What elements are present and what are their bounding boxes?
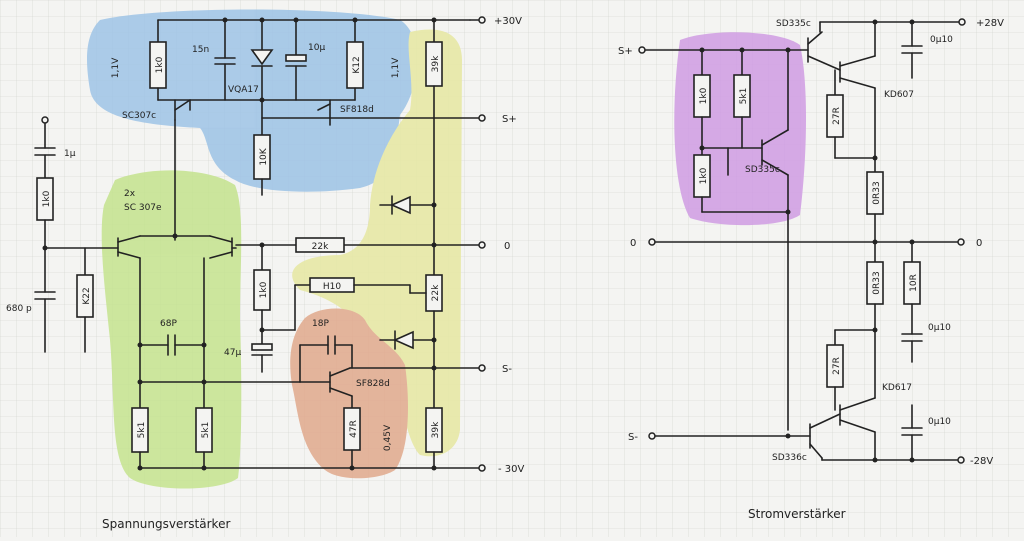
cap-mid-label: 0µ10 — [928, 323, 951, 333]
voltage-right-label: 1,1V — [391, 57, 401, 78]
resistor-k22-label: K22 — [82, 287, 92, 304]
input-terminal — [41, 116, 49, 124]
transistor-sc307c-label: SC307c — [122, 111, 156, 121]
resistor-47r-label: 47R — [349, 420, 359, 438]
voltage-amplifier: +30V S+ 0 S- - 30V 1k0 15n VQA17 10µ — [6, 16, 525, 531]
orange-region — [290, 308, 408, 479]
transistor-kd607-label: KD607 — [884, 90, 914, 100]
cap-bottom-label: 0µ10 — [928, 417, 951, 427]
resistor-1k0-top-label: 1k0 — [155, 56, 165, 73]
resistor-1k0-mid-label: 1k0 — [259, 281, 269, 298]
resistor-5k1-left-label: 5k1 — [137, 422, 147, 439]
resistor-22k-vertical-label: 22k — [431, 284, 441, 301]
supply-pos-28-terminal — [958, 18, 966, 26]
out-neg-label: S- — [502, 364, 512, 375]
transistor-sf828d-label: SF828d — [356, 379, 390, 389]
current-amp-caption: Stromverstärker — [748, 507, 846, 521]
supply-neg-label: - 30V — [498, 464, 525, 475]
transistor-sd335c-mid-label: SD335c — [745, 165, 780, 175]
current-amplifier: +28V S+ SD335c KD607 0µ10 27R 0R33 — [618, 18, 1004, 521]
in-pos-terminal — [638, 46, 646, 54]
cap-top-label: 0µ10 — [930, 35, 953, 45]
supply-pos-28-label: +28V — [976, 18, 1004, 29]
zero-right-terminal — [957, 238, 965, 246]
yellow-region — [292, 29, 462, 457]
in-pos-label: S+ — [618, 46, 633, 57]
resistor-1k0-a-label: 1k0 — [699, 87, 709, 104]
transistor-sd336c-label: SD336c — [772, 453, 807, 463]
diode-lower — [393, 330, 414, 350]
out-pos-label: S+ — [502, 114, 517, 125]
out-neg-terminal — [478, 364, 486, 372]
voltage-left-label: 1,1V — [111, 57, 121, 78]
cap-15n-label: 15n — [192, 45, 209, 55]
voltage-amp-caption: Spannungsverstärker — [102, 517, 230, 531]
cap-10u — [285, 54, 307, 62]
cap-680p-label: 680 p — [6, 304, 32, 314]
green-region — [101, 170, 242, 489]
cap-18p-label: 18P — [312, 319, 329, 329]
supply-neg-28-terminal — [957, 456, 965, 464]
supply-neg-28-label: -28V — [970, 456, 993, 467]
out-zero-label: 0 — [504, 241, 510, 252]
resistor-5k1-label: 5k1 — [739, 88, 749, 105]
resistor-39k-top-label: 39k — [431, 55, 441, 72]
supply-neg-terminal — [478, 464, 486, 472]
in-neg-terminal — [648, 432, 656, 440]
cap-47u-label: 47µ — [224, 348, 241, 358]
in-neg-label: S- — [628, 432, 638, 443]
zero-left-label: 0 — [630, 238, 636, 249]
resistor-k12-label: K12 — [352, 56, 362, 73]
cap-10u-label: 10µ — [308, 43, 325, 53]
resistor-22k-feedback-label: 22k — [312, 242, 329, 252]
zero-right-label: 0 — [976, 238, 982, 249]
resistor-39k-bottom-label: 39k — [431, 421, 441, 438]
led-diode — [250, 49, 274, 66]
voltage-045-label: 0,45V — [383, 424, 393, 451]
pair-transistor-label: SC 307e — [124, 203, 162, 213]
transistor-kd617-label: KD617 — [882, 383, 912, 393]
cap-68p-label: 68P — [160, 319, 177, 329]
resistor-10r-label: 10R — [909, 274, 919, 292]
resistor-27r-bottom-label: 27R — [832, 357, 842, 375]
cap-47u — [251, 343, 273, 351]
transistor-sf818d-label: SF818d — [340, 105, 374, 115]
cap-1u-label: 1µ — [64, 149, 76, 159]
transistor-sd335c-top-label: SD335c — [776, 19, 811, 29]
resistor-1k0-b-label: 1k0 — [699, 167, 709, 184]
supply-pos-label: +30V — [494, 16, 522, 27]
resistor-10k-label: 10K — [259, 147, 269, 165]
resistor-h10-label: H10 — [323, 282, 341, 292]
supply-pos-terminal — [478, 16, 486, 24]
diode-upper — [390, 195, 411, 215]
resistor-5k1-right-label: 5k1 — [201, 422, 211, 439]
out-pos-terminal — [478, 114, 486, 122]
resistor-27r-top-label: 27R — [832, 107, 842, 125]
zero-left-terminal — [648, 238, 656, 246]
resistor-1k0-input-label: 1k0 — [42, 190, 52, 207]
pair-count-label: 2x — [124, 189, 136, 199]
resistor-0r33-top-label: 0R33 — [872, 181, 882, 204]
resistor-0r33-bottom-label: 0R33 — [872, 271, 882, 294]
out-zero-terminal — [478, 241, 486, 249]
resistor-22k-feedback — [295, 237, 345, 253]
led-label: VQA17 — [228, 85, 259, 95]
